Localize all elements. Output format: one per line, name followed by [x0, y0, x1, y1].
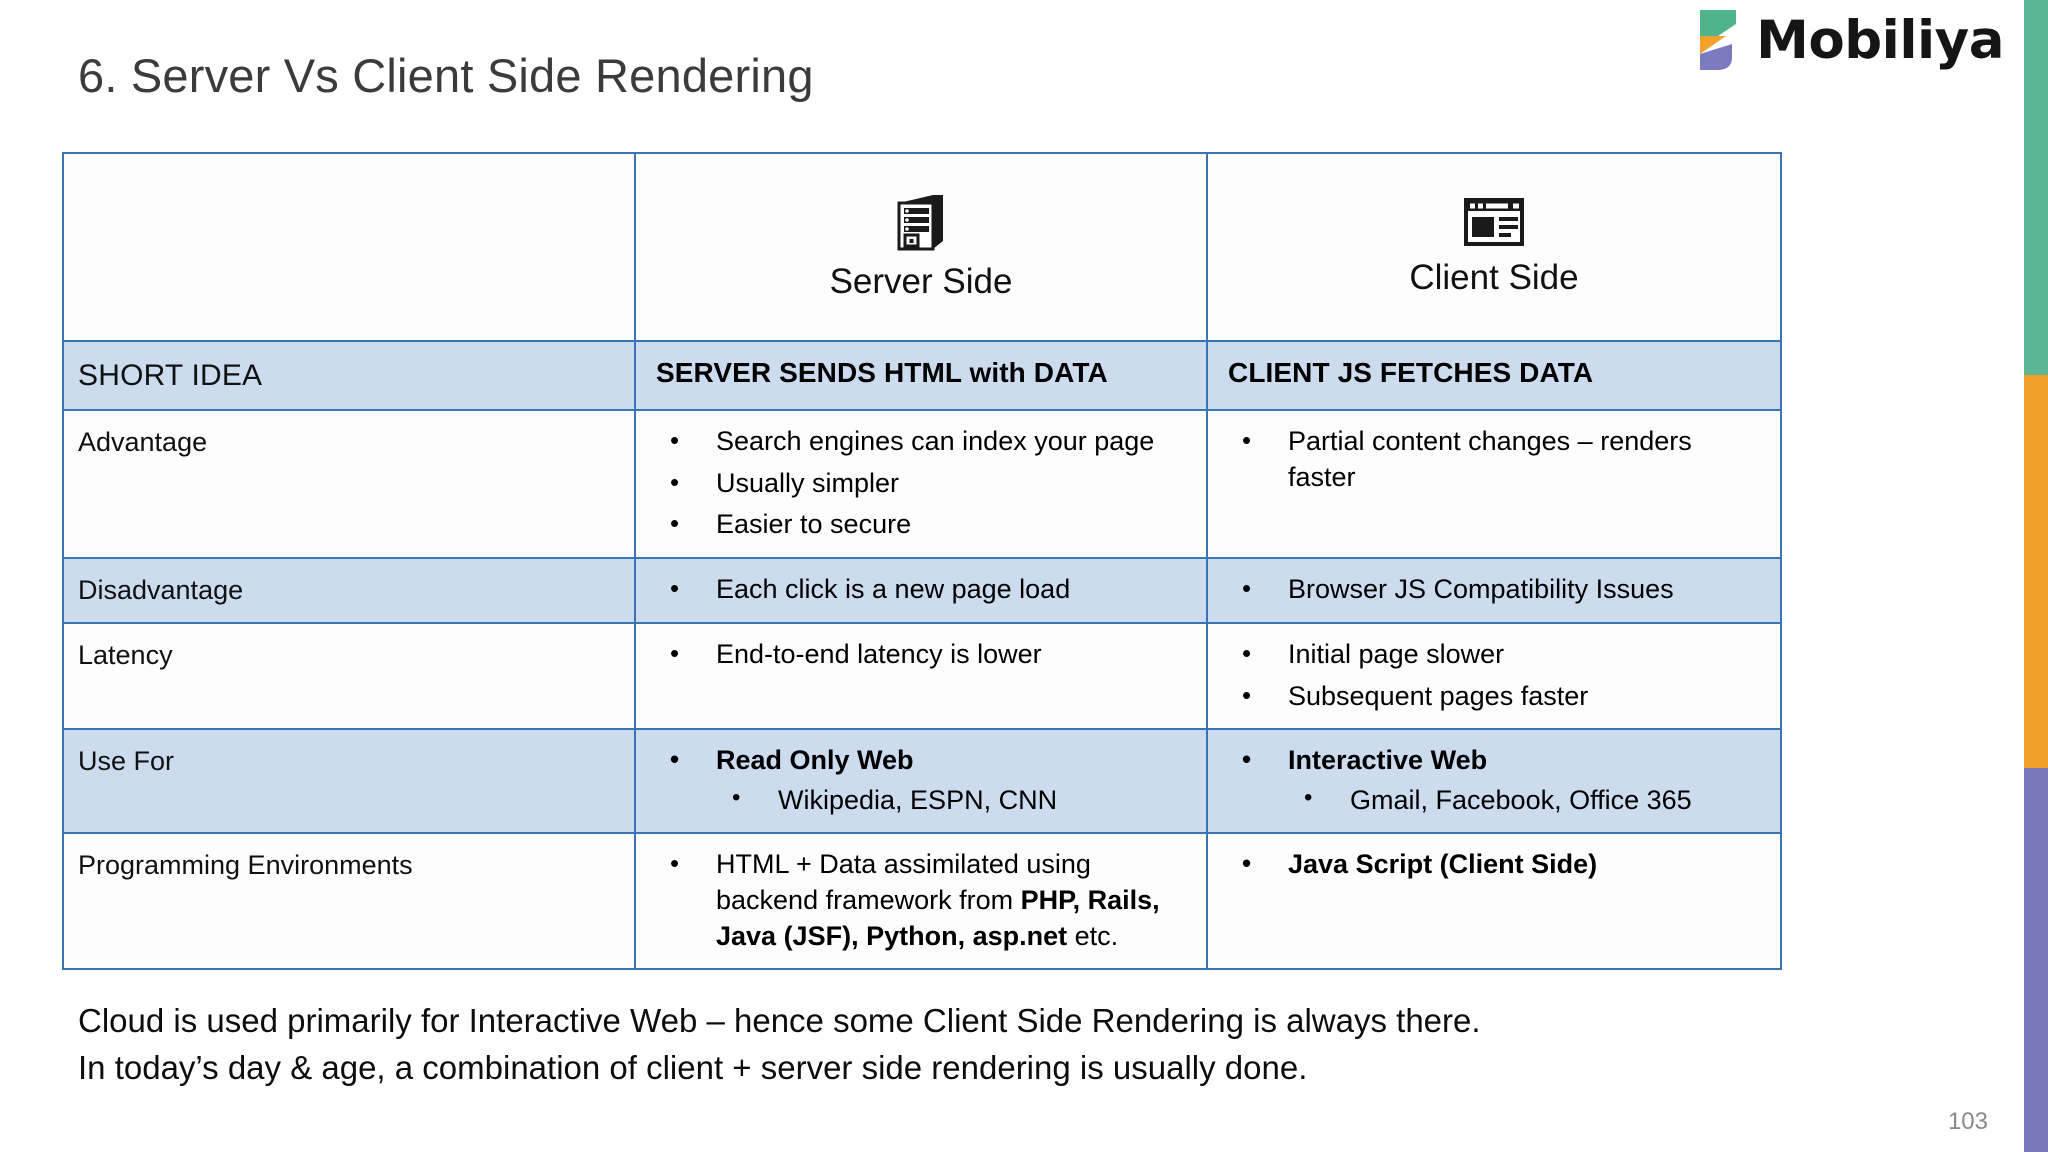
accent-segment-purple — [2024, 768, 2048, 1152]
server-short-idea-text: SERVER SENDS HTML with DATA — [656, 357, 1108, 388]
server-cell-disadvantage: Each click is a new page load — [634, 556, 1208, 624]
sub-bullet-list: Wikipedia, ESPN, CNN — [716, 782, 1190, 819]
table-row: Use For Read Only WebWikipedia, ESPN, CN… — [62, 728, 1782, 835]
client-cell-advantage: Partial content changes – renders faster — [1206, 409, 1782, 559]
bullet-item: Partial content changes – renders faster — [1224, 423, 1764, 495]
footer-note-line-1: Cloud is used primarily for Interactive … — [78, 1002, 1481, 1039]
bullet-item: Subsequent pages faster — [1224, 678, 1764, 715]
client-latency-bullets: Initial page slowerSubsequent pages fast… — [1224, 636, 1764, 715]
server-cell-latency: End-to-end latency is lower — [634, 621, 1208, 731]
server-cell-short-idea: SERVER SENDS HTML with DATA — [634, 340, 1208, 411]
client-cell-latency: Initial page slowerSubsequent pages fast… — [1206, 621, 1782, 731]
accent-segment-orange — [2024, 375, 2048, 768]
brand-wordmark: Mobiliya — [1756, 9, 2004, 71]
row-label-cell: Advantage — [62, 409, 636, 559]
bullet-item: Each click is a new page load — [652, 571, 1190, 608]
comparison-table: Server Side — [62, 152, 1782, 971]
client-disadvantage-bullets: Browser JS Compatibility Issues — [1224, 571, 1764, 608]
server-disadvantage-bullets: Each click is a new page load — [652, 571, 1190, 608]
row-label-cell: SHORT IDEA — [62, 340, 636, 411]
right-accent-bar — [2024, 0, 2048, 1152]
server-cell-advantage: Search engines can index your pageUsuall… — [634, 409, 1208, 559]
row-label-cell: Programming Environments — [62, 832, 636, 971]
sub-bullet-item: Wikipedia, ESPN, CNN — [716, 782, 1190, 819]
bullet-text: HTML + Data assimilated using backend fr… — [716, 849, 1091, 916]
bullet-item: Easier to secure — [652, 506, 1190, 543]
bullet-item: Search engines can index your page — [652, 423, 1190, 460]
table-row: Disadvantage Each click is a new page lo… — [62, 556, 1782, 624]
bullet-item: Initial page slower — [1224, 636, 1764, 673]
server-tower-icon — [636, 193, 1206, 256]
table-row: Latency End-to-end latency is lower Init… — [62, 621, 1782, 731]
client-cell-short-idea: CLIENT JS FETCHES DATA — [1206, 340, 1782, 411]
row-label-cell: Latency — [62, 621, 636, 731]
bullet-text: etc. — [1067, 920, 1119, 951]
row-label-use-for: Use For — [78, 746, 175, 777]
brand-logo: Mobiliya — [1696, 6, 2004, 74]
footer-note-line-2: In today’s day & age, a combination of c… — [78, 1048, 1308, 1086]
server-cell-use-for: Read Only WebWikipedia, ESPN, CNN — [634, 728, 1208, 835]
table-row: Advantage Search engines can index your … — [62, 409, 1782, 559]
header-label-server: Server Side — [829, 261, 1013, 301]
bullet-item: Read Only WebWikipedia, ESPN, CNN — [652, 742, 1190, 819]
server-programming-bullets: HTML + Data assimilated using backend fr… — [652, 846, 1190, 954]
header-cell-server: Server Side — [634, 152, 1208, 342]
bullet-item: End-to-end latency is lower — [652, 636, 1190, 673]
page-number: 103 — [1947, 1108, 1988, 1135]
server-latency-bullets: End-to-end latency is lower — [652, 636, 1190, 673]
server-advantage-bullets: Search engines can index your pageUsuall… — [652, 423, 1190, 543]
server-use-for-bullets: Read Only WebWikipedia, ESPN, CNN — [652, 742, 1190, 819]
sub-bullet-list: Gmail, Facebook, Office 365 — [1288, 782, 1764, 819]
accent-segment-teal — [2024, 0, 2048, 375]
row-label-advantage: Advantage — [78, 427, 208, 457]
client-advantage-bullets: Partial content changes – renders faster — [1224, 423, 1764, 495]
bullet-item: Java Script (Client Side) — [1224, 846, 1764, 883]
header-cell-corner — [62, 152, 636, 342]
client-cell-disadvantage: Browser JS Compatibility Issues — [1206, 556, 1782, 624]
row-label-short-idea: SHORT IDEA — [78, 359, 263, 392]
bullet-text-bold: PHP, Rails, Java (JSF), Python, asp.net — [716, 885, 1160, 951]
row-label-cell: Use For — [62, 728, 636, 835]
table-row: Programming Environments HTML + Data ass… — [62, 832, 1782, 971]
bullet-item: Interactive WebGmail, Facebook, Office 3… — [1224, 742, 1764, 819]
client-programming-bullets: Java Script (Client Side) — [1224, 846, 1764, 883]
header-label-client: Client Side — [1409, 257, 1579, 297]
browser-window-icon — [1208, 197, 1780, 252]
client-short-idea-text: CLIENT JS FETCHES DATA — [1228, 357, 1594, 388]
bullet-item: HTML + Data assimilated using backend fr… — [652, 846, 1190, 954]
bullet-item: Browser JS Compatibility Issues — [1224, 571, 1764, 608]
footer-note: Cloud is used primarily for Interactive … — [78, 998, 1858, 1092]
header-cell-client: Client Side — [1206, 152, 1782, 342]
row-label-latency: Latency — [78, 639, 173, 670]
server-cell-programming-environments: HTML + Data assimilated using backend fr… — [634, 832, 1208, 971]
row-label-programming-environments: Programming Environments — [78, 850, 413, 881]
table-header-row: Server Side — [62, 152, 1782, 342]
client-use-for-bullets: Interactive WebGmail, Facebook, Office 3… — [1224, 742, 1764, 819]
bullet-item: Usually simpler — [652, 465, 1190, 502]
row-label-cell: Disadvantage — [62, 556, 636, 624]
sub-bullet-item: Gmail, Facebook, Office 365 — [1288, 782, 1764, 819]
row-label-disadvantage: Disadvantage — [78, 574, 244, 605]
page-title: 6. Server Vs Client Side Rendering — [78, 49, 814, 102]
client-cell-programming-environments: Java Script (Client Side) — [1206, 832, 1782, 971]
client-cell-use-for: Interactive WebGmail, Facebook, Office 3… — [1206, 728, 1782, 835]
table-row: SHORT IDEA SERVER SENDS HTML with DATA C… — [62, 340, 1782, 411]
mobiliya-mark-icon — [1696, 6, 1742, 74]
